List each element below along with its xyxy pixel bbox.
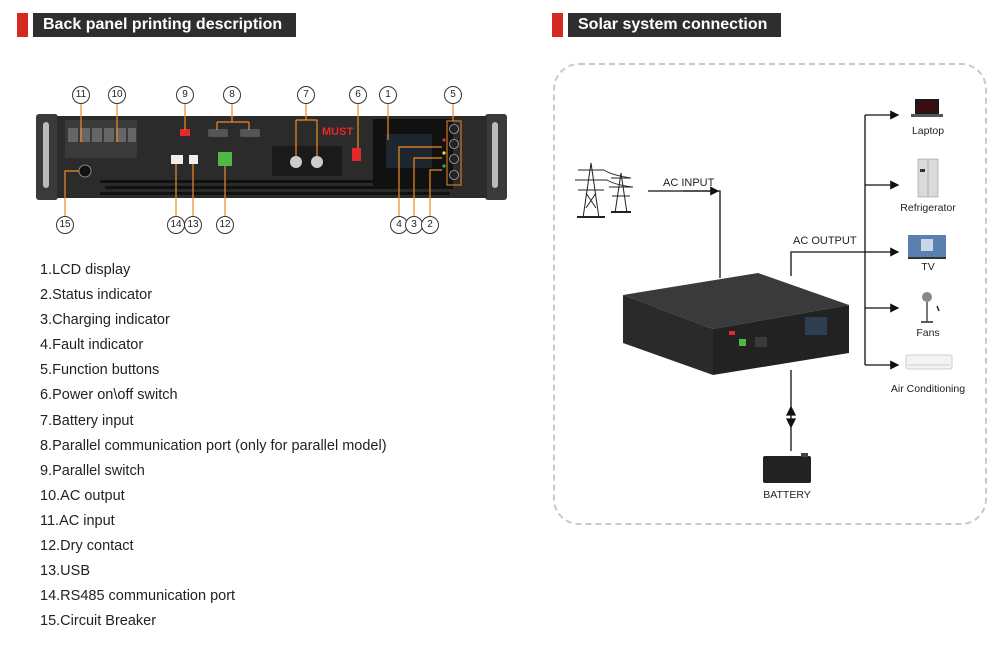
callout-6: 6 (349, 86, 367, 104)
header-accent (17, 13, 28, 37)
list-item: 2. Status indicator (40, 287, 153, 304)
status-led (442, 164, 446, 168)
battery-terminals (272, 146, 342, 176)
connection-diagram-frame (553, 63, 987, 525)
laptop-icon (911, 99, 943, 117)
back-panel-diagram: MUST (36, 102, 507, 217)
ac-output-line (790, 110, 900, 370)
connection-diagram (575, 99, 953, 483)
ac-breakers (65, 120, 137, 158)
callout-leaders (64, 102, 454, 217)
load-label-laptop: Laptop (911, 125, 945, 137)
list-item: 11.AC input (40, 512, 115, 529)
lcd-display (386, 134, 432, 168)
callout-7: 7 (297, 86, 315, 104)
air-conditioner-icon (905, 354, 953, 370)
load-label-refrigerator: Refrigerator (900, 202, 956, 214)
callout-14: 14 (167, 216, 185, 234)
dry-contact (218, 152, 232, 166)
callout-13: 13 (184, 216, 202, 234)
brand-logo: MUST (322, 126, 353, 138)
solar-connection-header: Solar system connection (552, 13, 782, 37)
ac-input-line (648, 186, 721, 278)
rs485-port (171, 155, 183, 164)
callout-9: 9 (176, 86, 194, 104)
list-item: 10.AC output (40, 487, 125, 504)
parallel-port-1 (208, 129, 228, 137)
circuit-breaker-knob (78, 164, 92, 178)
ac-input-label: AC INPUT (663, 177, 715, 189)
callout-11: 11 (72, 86, 90, 104)
list-item: 4. Fault indicator (40, 337, 144, 354)
load-label-tv: TV (921, 261, 935, 273)
usb-port (189, 155, 198, 164)
list-item: 1. LCD display (40, 262, 131, 278)
parallel-switch (180, 129, 190, 136)
load-label-air-conditioning: Air Conditioning (890, 383, 966, 395)
fan-icon (921, 292, 940, 323)
list-item: 15.Circuit Breaker (40, 613, 157, 630)
tv-icon (908, 235, 946, 259)
refrigerator-icon (917, 158, 939, 198)
list-item: 14.RS485 communication port (40, 588, 236, 605)
solar-connection-title: Solar system connection (568, 13, 782, 37)
vent-slots (100, 180, 450, 195)
list-item: 6. Power on\off switch (40, 387, 178, 404)
ac-output-label: AC OUTPUT (793, 235, 857, 247)
callout-15: 15 (56, 216, 74, 234)
callout-5: 5 (444, 86, 462, 104)
load-label-fans: Fans (916, 327, 940, 339)
callout-12: 12 (216, 216, 234, 234)
inverter-unit (623, 273, 849, 375)
list-item: 5. Function buttons (40, 362, 160, 379)
power-switch (352, 148, 361, 161)
list-item: 7. Battery input (40, 412, 134, 429)
list-item: 9. Parallel switch (40, 462, 145, 479)
callout-10: 10 (108, 86, 126, 104)
list-item: 13.USB (40, 563, 90, 580)
battery-label: BATTERY (763, 489, 811, 501)
list-item: 3. Charging indicator (40, 312, 170, 329)
header-accent (552, 13, 563, 37)
callout-8: 8 (223, 86, 241, 104)
callout-2: 2 (421, 216, 439, 234)
callout-1: 1 (379, 86, 397, 104)
charging-led (442, 151, 446, 155)
battery-icon (763, 453, 811, 483)
list-item: 8. Parallel communication port (only for… (40, 437, 387, 454)
fault-led (442, 138, 446, 142)
function-buttons (449, 124, 459, 180)
back-panel-title: Back panel printing description (33, 13, 297, 37)
component-list: 1. LCD display 2. Status indicator 3. Ch… (40, 258, 387, 634)
list-item: 12.Dry contact (40, 538, 134, 555)
function-buttons-frame (446, 120, 462, 186)
parallel-port-2 (240, 129, 260, 137)
battery-line (785, 370, 797, 451)
back-panel-header: Back panel printing description (17, 13, 297, 37)
power-tower-icon (575, 162, 634, 219)
